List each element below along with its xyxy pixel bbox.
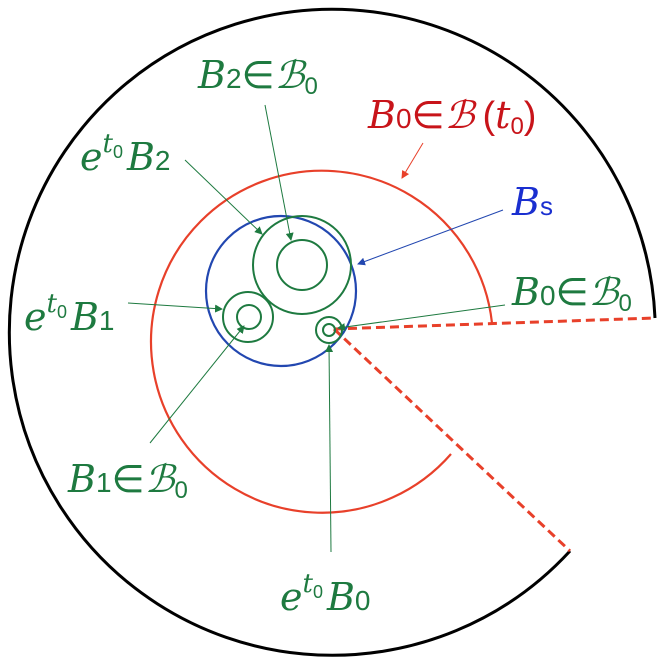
- arrow-b0-in-b0: [337, 304, 506, 332]
- arrow-b1: [149, 325, 245, 444]
- arrow-b2: [264, 104, 294, 241]
- label-b2-in-b0: B2∈ℬ0: [197, 53, 318, 100]
- arrow-et0-b1: [127, 302, 223, 313]
- label-bs: Bs: [511, 180, 553, 224]
- green-ball-b1: [236, 304, 262, 330]
- green-ball-b2: [276, 239, 328, 291]
- green-ball-b0: [322, 323, 336, 337]
- label-b0-in-bt0: B0∈ℬ(t0): [367, 93, 536, 140]
- blue-ball-bs: [204, 214, 358, 368]
- green-ball-et0-b2: [252, 215, 352, 315]
- outer-ball-arc: [7, 7, 657, 657]
- red-dashed-line-lower: [332, 327, 572, 553]
- arrow-et0-b0: [325, 344, 334, 553]
- arrow-bs: [357, 209, 504, 266]
- arrow-red: [401, 142, 424, 179]
- label-b0-in-b0: B0∈ℬ0: [511, 270, 632, 317]
- red-dashed-line-right: [333, 316, 656, 331]
- red-ball-arc: [149, 169, 494, 514]
- label-b1-in-b0: B1∈ℬ0: [67, 457, 188, 504]
- green-ball-et0-b1: [222, 291, 274, 343]
- arrow-et0-b2: [184, 159, 263, 235]
